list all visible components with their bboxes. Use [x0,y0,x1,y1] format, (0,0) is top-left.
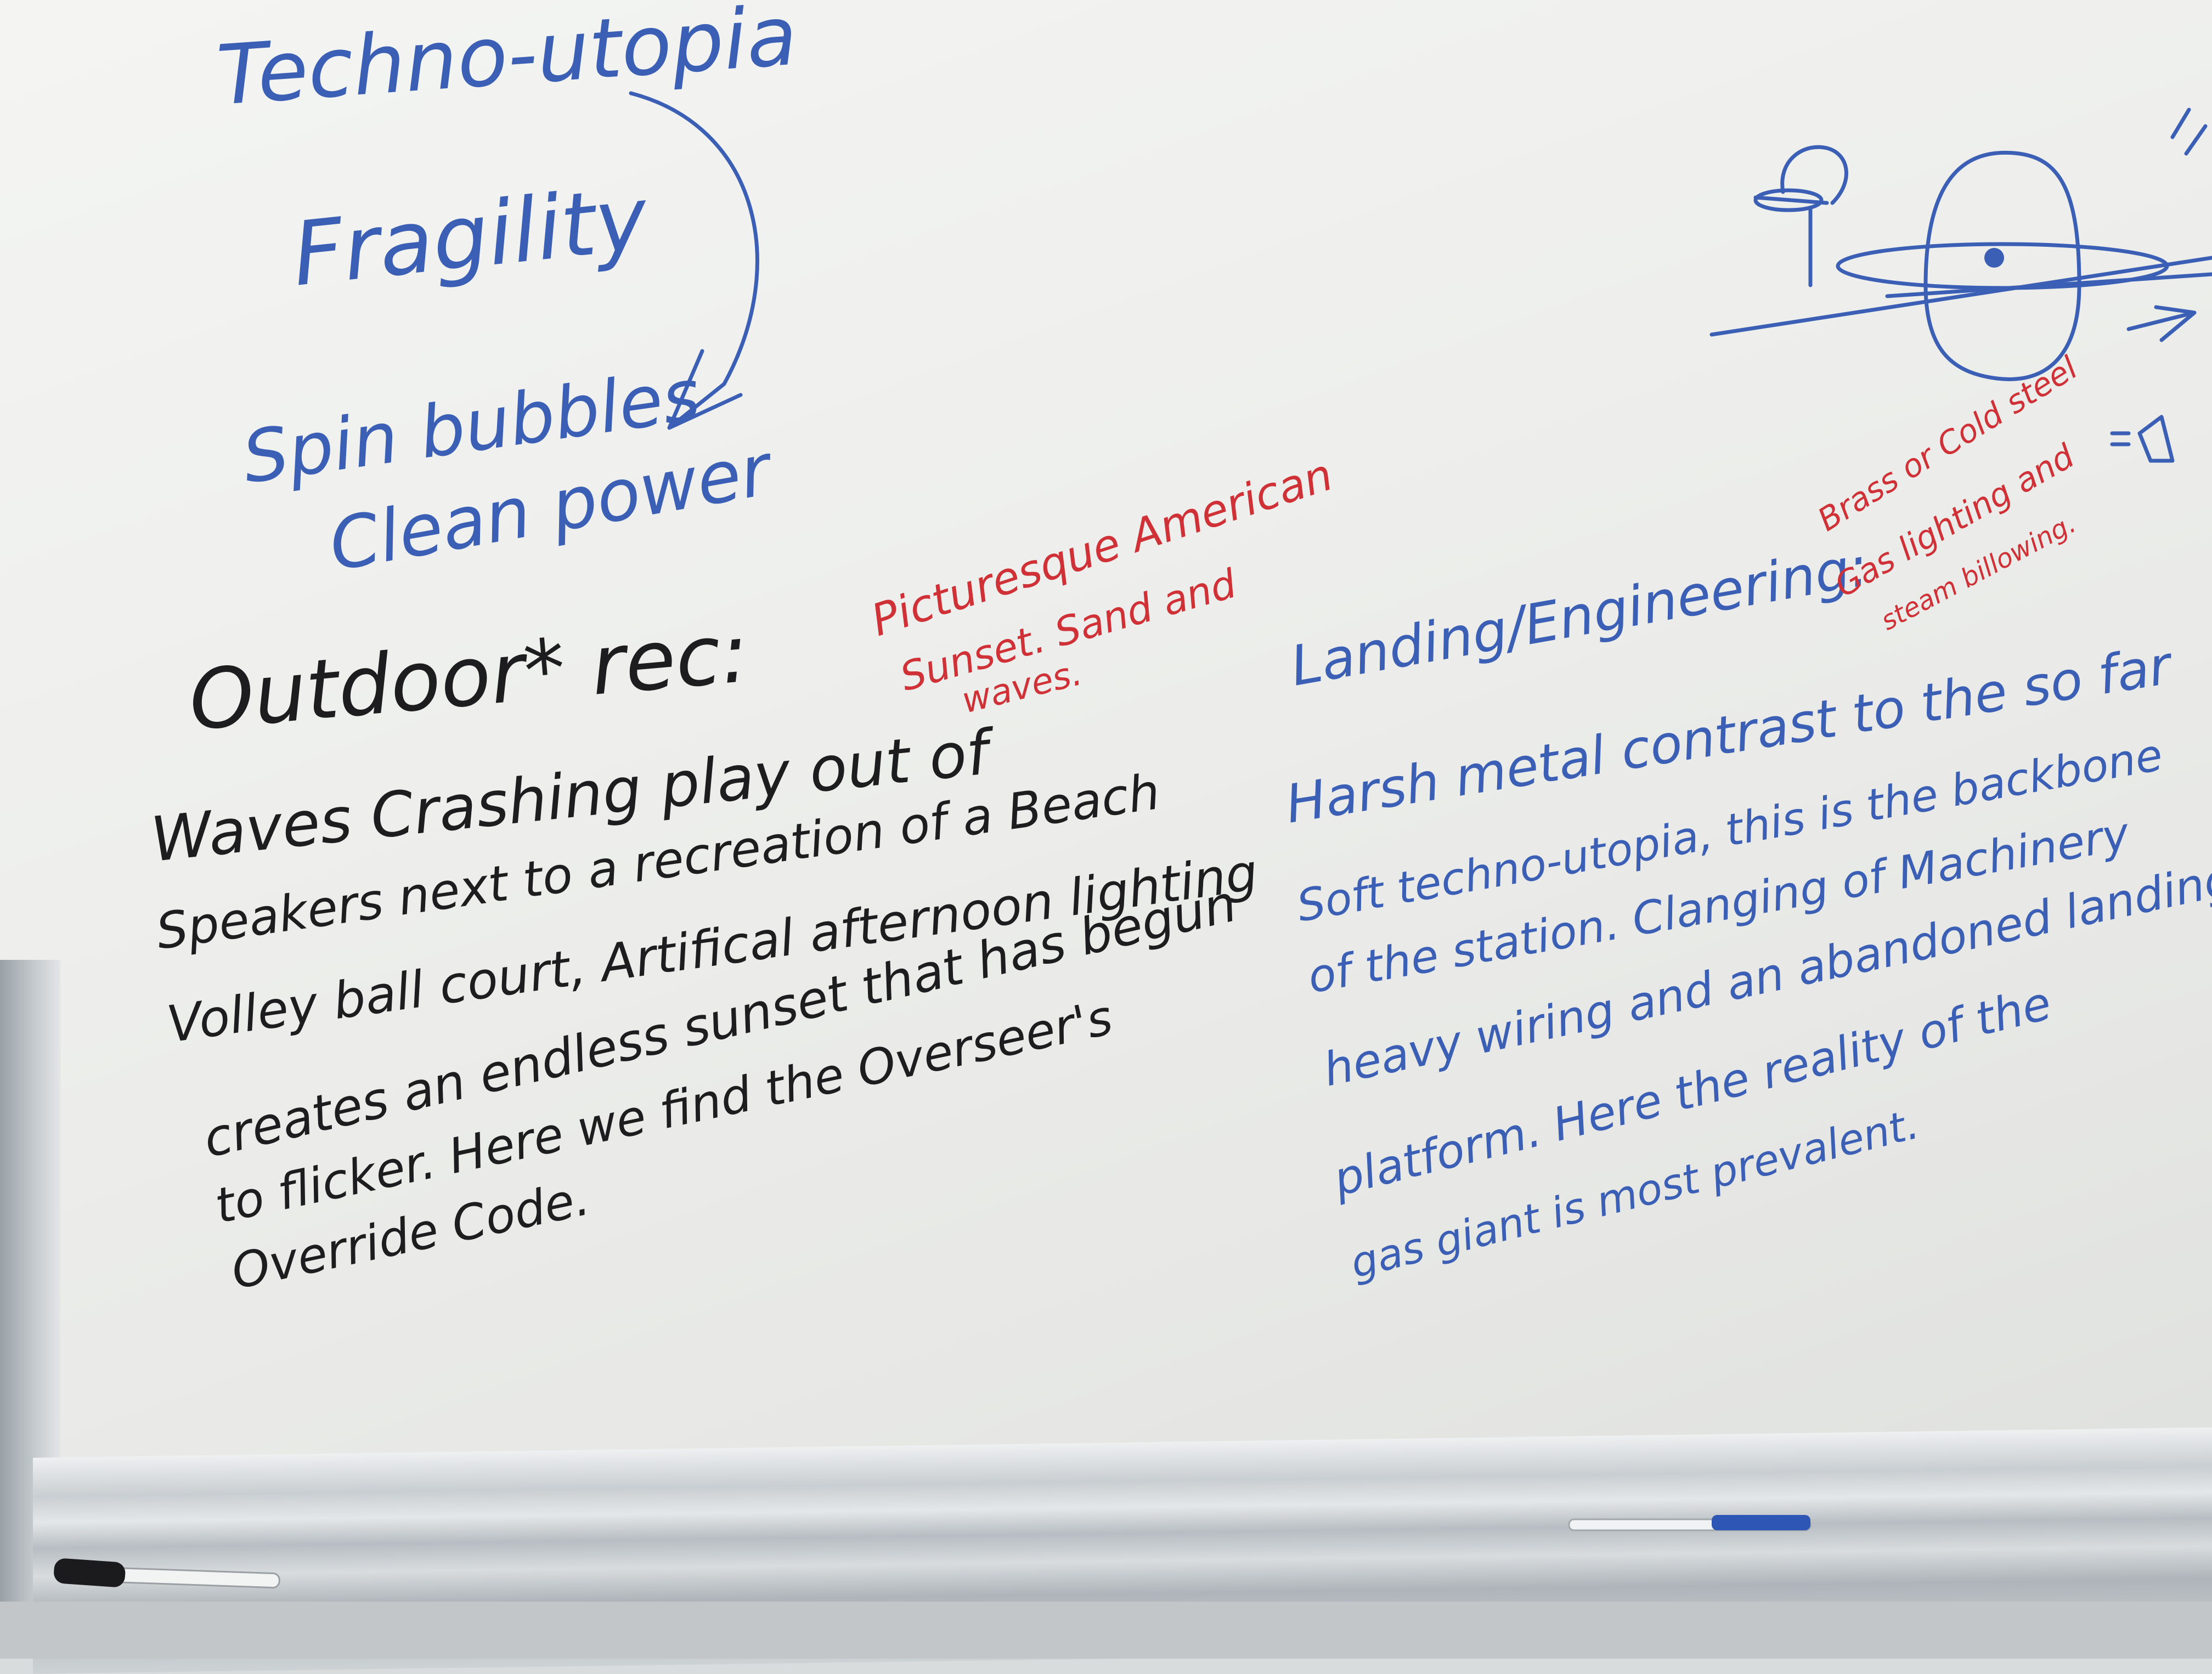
sketch-dome [1923,150,2081,381]
wall-below-board [0,1602,2212,1659]
top-left-notes: Techno-utopia Fragility Spin bubbles Cle… [214,0,800,587]
sketch-ring [1836,242,2169,290]
black-marker [54,1558,280,1589]
sketch-arrow-right [2126,305,2197,342]
curved-arrow [629,91,759,430]
outdoor-red-note: Picturesque American Sunset. Sand and wa… [865,449,1339,722]
note-fragility: Fragility [287,167,653,306]
landing-heading: Landing/Engineering: [1286,534,1873,698]
sketch-corner-marks [2170,108,2208,156]
landing-red-note: Brass or Cold steel Gas lighting and ste… [1811,349,2084,636]
space-station-sketch [1709,108,2212,463]
sketch-horizon-line [1709,256,2212,337]
whiteboard-surface [0,0,2212,1503]
outdoor-rec-section: Outdoor* rec: Waves Crashing play out of… [148,605,1261,1300]
sketch-small-icon [2110,415,2175,463]
outdoor-heading: Outdoor* rec: [185,605,752,749]
sketch-core [1984,248,2004,268]
blue-marker [1568,1515,1812,1531]
landing-engineering-section: Landing/Engineering: Harsh metal contras… [1282,534,2212,1287]
sketch-small-pod [1753,145,1848,287]
sketch-pod-saucer [1753,188,1824,212]
note-techno-utopia: Techno-utopia [214,0,800,124]
